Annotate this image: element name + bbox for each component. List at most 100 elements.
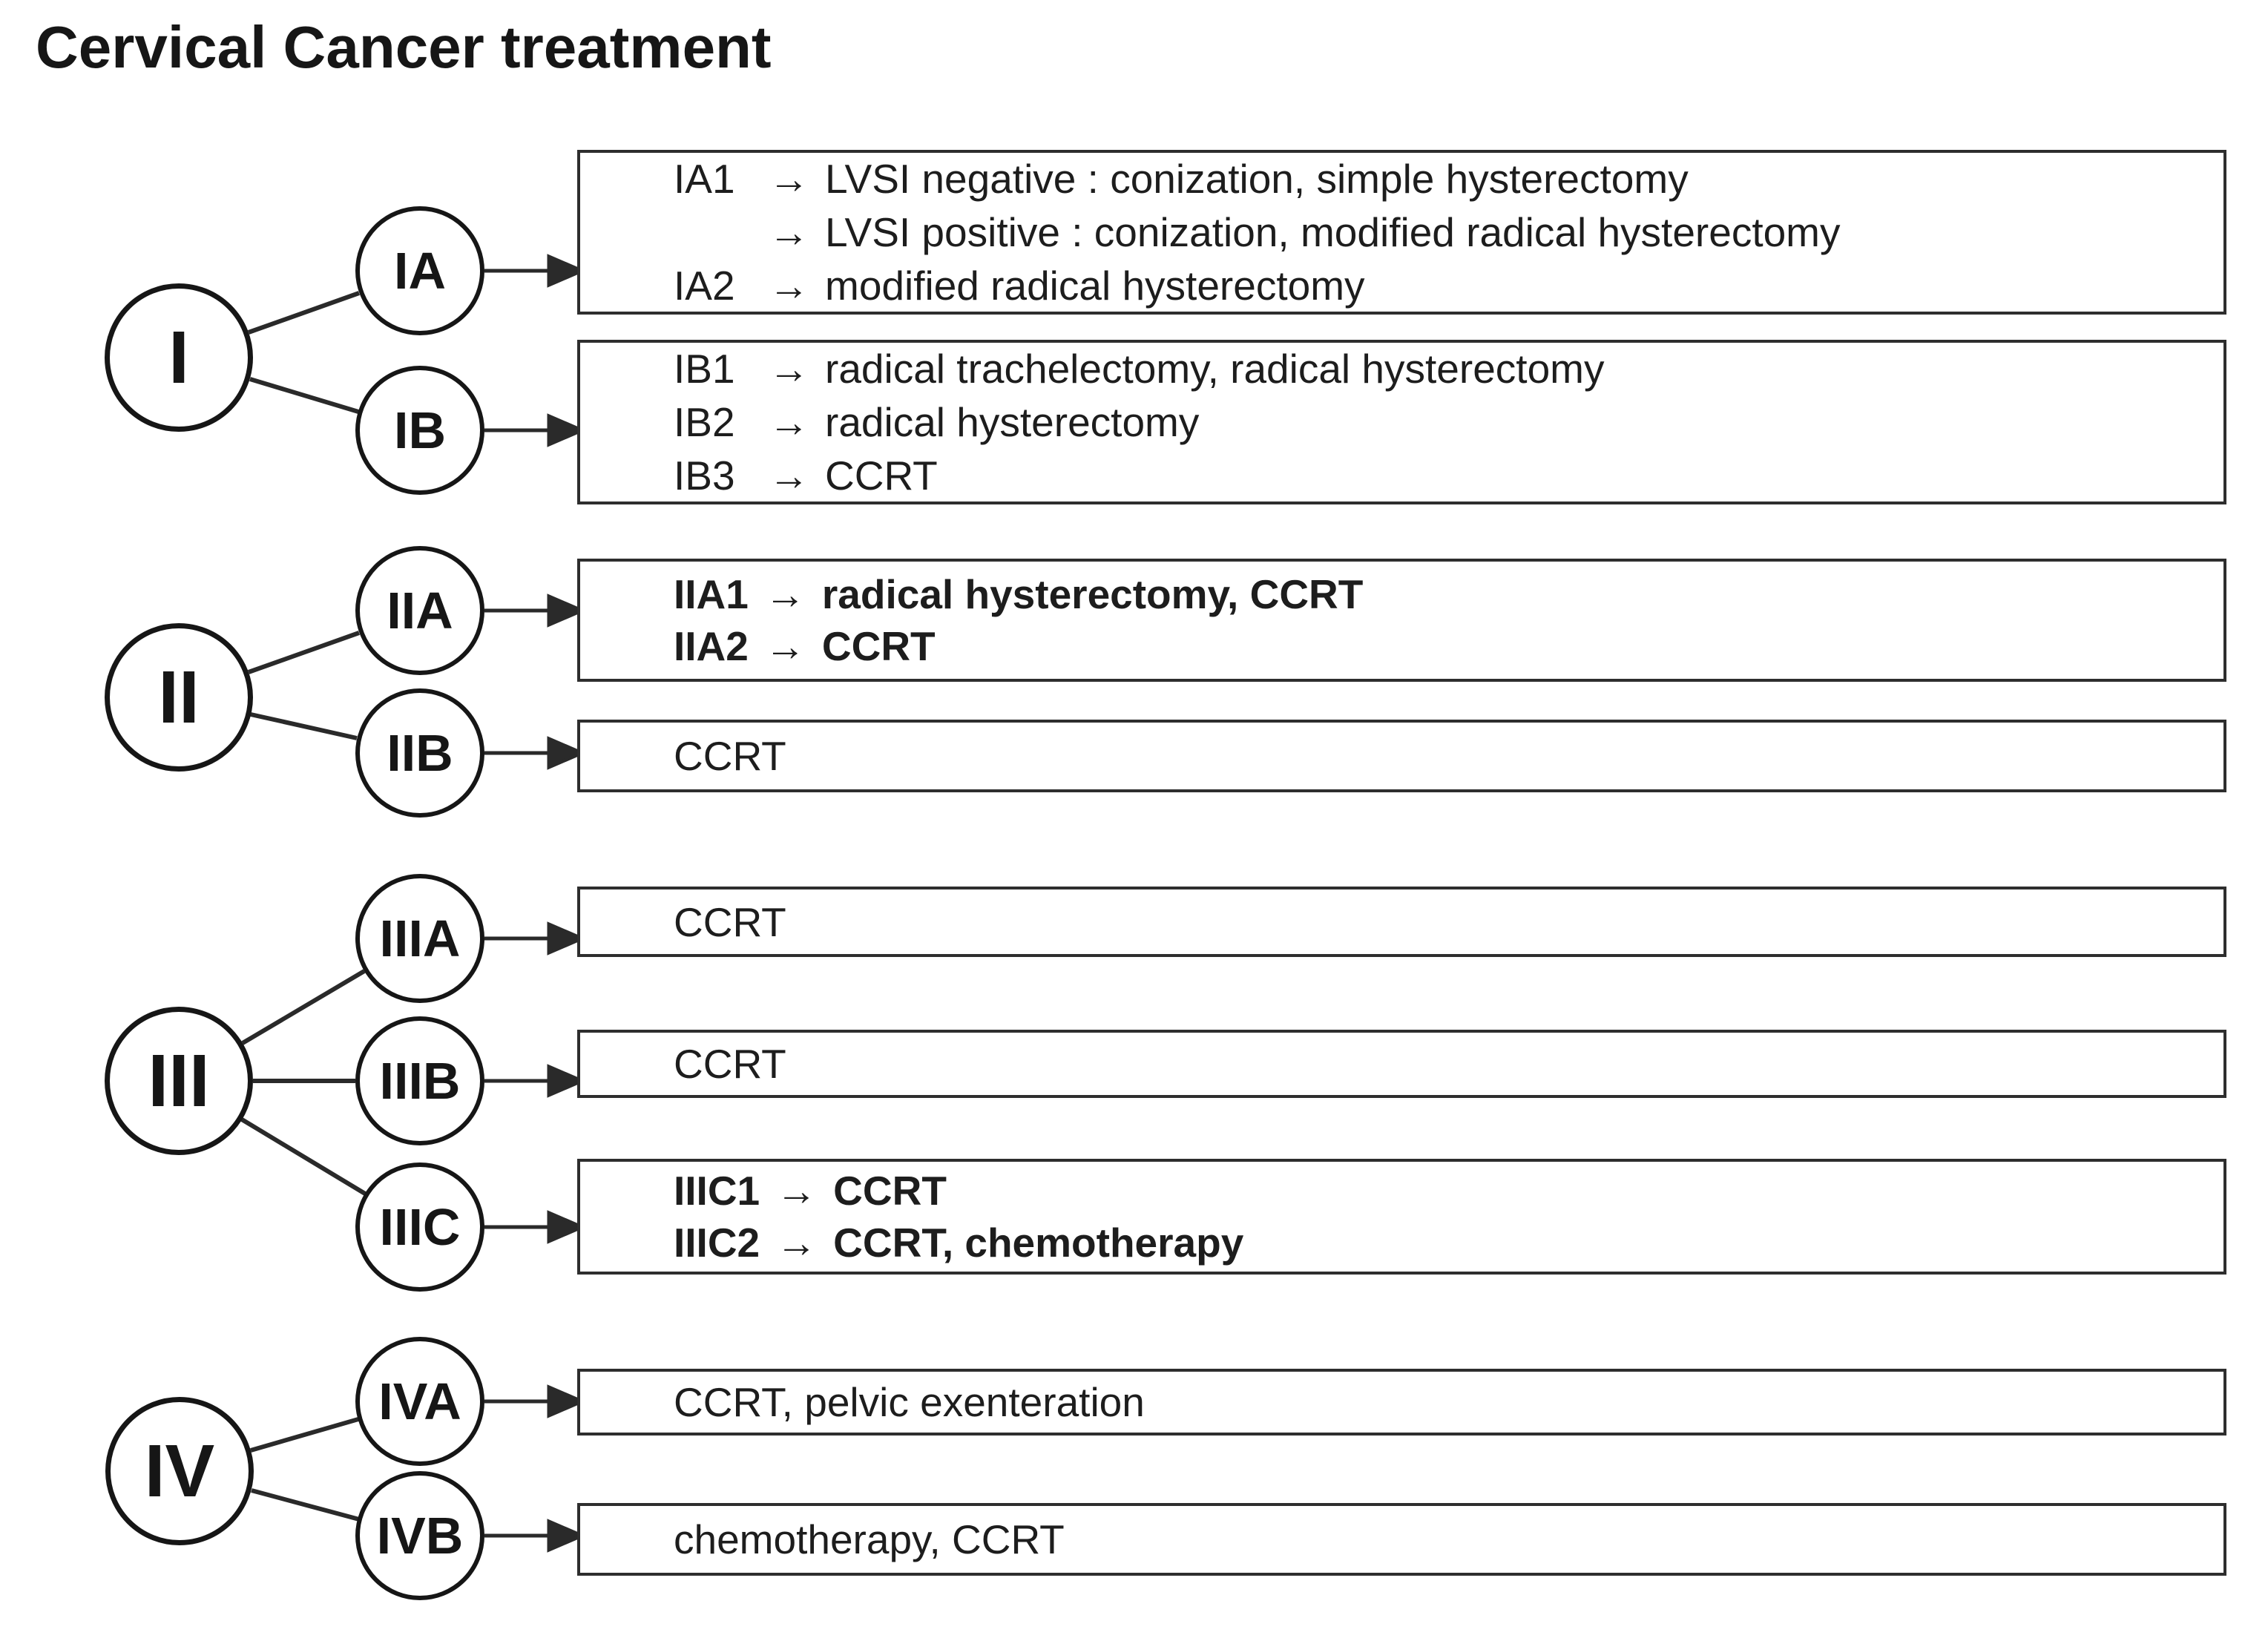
- substage-circle-iva: IVA: [355, 1337, 484, 1466]
- arrow-glyph-icon: →: [764, 571, 806, 617]
- treatment-text: CCRT: [674, 733, 786, 779]
- treatment-text: CCRT: [825, 453, 938, 499]
- edge-i-ib: [249, 377, 359, 414]
- treatment-line: IA2 → modified radical hysterectomy: [674, 259, 2201, 312]
- substage-circle-iiib: IIIB: [355, 1016, 484, 1145]
- arrowhead-iia-icon: [547, 593, 587, 628]
- arrowhead-iib-icon: [547, 736, 587, 770]
- substage-circle-iiia-label: IIIA: [379, 910, 461, 967]
- box-arrows: [484, 254, 587, 1553]
- page-title: Cervical Cancer treatment: [36, 14, 772, 80]
- edge-ii-iia: [247, 631, 361, 674]
- substage-circle-iiia: IIIA: [355, 874, 484, 1003]
- stage-circle-ii: II: [105, 623, 253, 772]
- arrow-glyph-icon: →: [769, 346, 809, 392]
- edge-i-ia: [247, 291, 361, 335]
- treatment-text: chemotherapy, CCRT: [674, 1516, 1065, 1562]
- treatment-line: IIA2 → CCRT: [674, 620, 2201, 672]
- stage-circle-ii-label: II: [158, 655, 200, 739]
- arrowhead-iiib-icon: [547, 1064, 587, 1098]
- substage-circle-ia-label: IA: [394, 242, 446, 300]
- substage-circle-iiib-label: IIIB: [379, 1052, 461, 1110]
- substage-circle-ib-label: IB: [394, 401, 446, 459]
- treatment-text: CCRT: [674, 1041, 786, 1087]
- substage-circle-iiic: IIIC: [355, 1162, 484, 1292]
- treatment-line: chemotherapy, CCRT: [674, 1516, 2201, 1563]
- treatment-line: IA1 → LVSI negative : conization, simple…: [674, 152, 2201, 205]
- substage-circle-iib-label: IIB: [387, 724, 453, 782]
- treatment-line: IIIC1 → CCRT: [674, 1165, 2201, 1217]
- treatment-text: CCRT: [833, 1168, 947, 1214]
- treatment-text: LVSI negative : conization, simple hyste…: [825, 156, 1689, 202]
- substage-circle-ia: IA: [355, 206, 484, 335]
- substage-code: IB3: [674, 453, 735, 499]
- treatment-box-ivb: chemotherapy, CCRT: [577, 1503, 2226, 1576]
- arrowhead-iva-icon: [547, 1384, 587, 1418]
- treatment-text: CCRT: [674, 898, 786, 945]
- substage-circle-iia: IIA: [355, 546, 484, 675]
- treatment-line: IIIC2 → CCRT, chemotherapy: [674, 1217, 2201, 1269]
- arrowhead-iiic-icon: [547, 1210, 587, 1244]
- arrowhead-ivb-icon: [547, 1519, 587, 1553]
- treatment-text: LVSI positive : conization, modified rad…: [825, 209, 1841, 255]
- arrow-glyph-icon: →: [769, 453, 809, 499]
- arrow-glyph-icon: →: [769, 399, 809, 445]
- treatment-line: IB3 → CCRT: [674, 449, 2201, 502]
- arrow-glyph-icon: →: [769, 209, 809, 255]
- stage-circle-iv: IV: [105, 1397, 254, 1545]
- substage-code: IIA1: [674, 571, 749, 617]
- stage-circle-i-label: I: [168, 315, 189, 399]
- treatment-line: IB2 → radical hysterectomy: [674, 395, 2201, 449]
- stage-circle-iv-label: IV: [144, 1429, 215, 1513]
- arrow-glyph-icon: →: [776, 1168, 818, 1214]
- treatment-text: radical hysterectomy: [825, 399, 1200, 445]
- treatment-text: radical hysterectomy, CCRT: [821, 571, 1364, 617]
- treatment-box-iiib: CCRT: [577, 1030, 2226, 1098]
- treatment-text: CCRT: [821, 623, 936, 669]
- stage-circle-i: I: [105, 283, 253, 432]
- substage-circle-ivb-label: IVB: [376, 1507, 464, 1565]
- arrowhead-ib-icon: [547, 413, 587, 447]
- stage-branch-lines: [240, 291, 367, 1522]
- substage-code: IIA2: [674, 623, 749, 669]
- treatment-text: CCRT, chemotherapy: [833, 1220, 1244, 1266]
- treatment-text: CCRT, pelvic exenteration: [674, 1379, 1145, 1425]
- edge-iv-iva: [250, 1417, 359, 1453]
- arrow-glyph-icon: →: [769, 156, 809, 202]
- treatment-line: CCRT: [674, 732, 2201, 780]
- edge-ii-iib: [250, 712, 358, 740]
- arrow-glyph-icon: →: [764, 623, 806, 669]
- substage-circle-iiic-label: IIIC: [379, 1198, 461, 1256]
- treatment-box-ib: IB1 → radical trachelectomy, radical hys…: [577, 340, 2226, 504]
- stage-circle-iii-label: III: [148, 1039, 210, 1122]
- edge-iii-iiia: [241, 969, 366, 1045]
- substage-code: IA1: [674, 156, 735, 202]
- stage-circle-iii: III: [105, 1007, 253, 1155]
- substage-circle-iva-label: IVA: [378, 1372, 461, 1430]
- treatment-box-iva: CCRT, pelvic exenteration: [577, 1369, 2226, 1436]
- arrow-glyph-icon: →: [769, 263, 809, 309]
- treatment-line: CCRT, pelvic exenteration: [674, 1378, 2201, 1426]
- treatment-line: IIA1 → radical hysterectomy, CCRT: [674, 568, 2201, 620]
- treatment-box-iiic: IIIC1 → CCRT IIIC2 → CCRT, chemotherapy: [577, 1159, 2226, 1275]
- substage-circle-iia-label: IIA: [387, 582, 453, 639]
- edge-iii-iiic: [240, 1117, 367, 1196]
- treatment-line: CCRT: [674, 898, 2201, 946]
- substage-circle-iib: IIB: [355, 688, 484, 818]
- substage-code: IIIC2: [674, 1220, 760, 1266]
- treatment-line: IB1 → radical trachelectomy, radical hys…: [674, 342, 2201, 395]
- treatment-text: radical trachelectomy, radical hysterect…: [825, 346, 1605, 392]
- substage-code: IIIC1: [674, 1168, 760, 1214]
- substage-circle-ib: IB: [355, 366, 484, 495]
- arrowhead-iiia-icon: [547, 921, 587, 956]
- treatment-box-iib: CCRT: [577, 720, 2226, 792]
- substage-code: IB1: [674, 346, 735, 392]
- arrowhead-ia-icon: [547, 254, 587, 288]
- treatment-box-iia: IIA1 → radical hysterectomy, CCRT IIA2 →…: [577, 559, 2226, 682]
- arrow-glyph-icon: →: [776, 1220, 818, 1266]
- substage-circle-ivb: IVB: [355, 1471, 484, 1600]
- treatment-line: CCRT: [674, 1040, 2201, 1088]
- edge-iv-ivb: [251, 1488, 360, 1522]
